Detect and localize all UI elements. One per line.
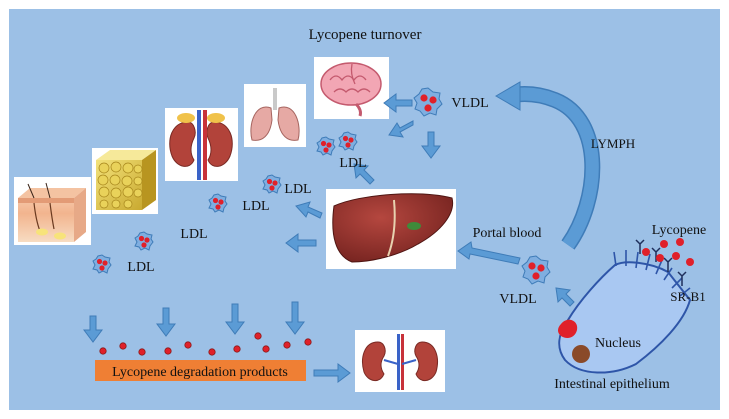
degradation-dots [99,332,312,356]
degradation-label: Lycopene degradation products [112,365,288,380]
nucleus-label: Nucleus [595,336,641,351]
kidney-icon [165,108,238,181]
intestinal-cell [558,239,692,374]
portal-blood-label: Portal blood [473,226,542,241]
lycopene-molecules [642,238,694,266]
flow-arrows [83,93,575,383]
ldl-label-5: LDL [127,260,154,275]
ldl-label-1: LDL [339,156,366,171]
nucleus-icon [572,345,590,363]
title: Lycopene turnover [309,27,422,43]
liver-icon [326,189,456,269]
vldl-bottom-label: VLDL [499,292,536,307]
ldl-label-4: LDL [180,227,207,242]
degradation-box [95,360,306,381]
lycopene-label: Lycopene [652,223,706,238]
vldl-top-label: VLDL [451,96,488,111]
adipose-tissue-icon [92,148,158,214]
lymph-label: LYMPH [591,136,635,151]
lungs-icon [244,84,306,147]
brain-icon [314,57,389,119]
sr-b1-label: SR-B1 [670,289,705,304]
ldl-label-2: LDL [284,182,311,197]
ldl-label-3: LDL [242,199,269,214]
lymph-arrow [495,81,601,250]
intestinal-epithelium-label: Intestinal epithelium [554,377,670,392]
kidney-bottom-icon [355,330,445,392]
skin-icon [14,177,91,245]
